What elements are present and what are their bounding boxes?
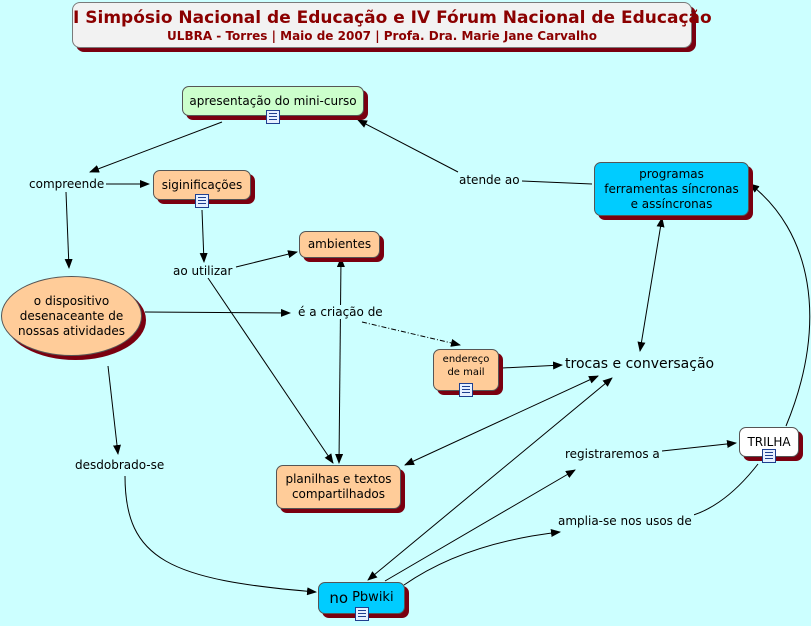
concept-programas-label: programas ferramentas síncronas e assínc… <box>604 166 739 211</box>
link-pbwiki-registraremos <box>384 469 576 582</box>
link-label-registraremos: registraremos a <box>563 447 662 461</box>
concept-dispositivo[interactable]: o dispositivo desenaceante de nossas ati… <box>1 276 142 356</box>
link-pbwiki-amplia <box>403 529 561 586</box>
link-criacao-endereco <box>361 321 461 347</box>
link-label-amplia: amplia-se nos usos de <box>556 514 694 528</box>
link-aoutilizar-planilhas <box>207 277 334 464</box>
link-aoutilizar-ambientes <box>235 250 298 268</box>
link-label-criacao: é a criação de <box>296 305 385 319</box>
link-dispositivo-criacao <box>144 308 291 317</box>
link-label-compreende: compreende <box>27 177 107 191</box>
link-apresentacao-compreende <box>89 121 223 173</box>
document-icon[interactable] <box>355 607 369 621</box>
link-label-desdobrado: desdobrado-se <box>73 458 167 472</box>
document-icon[interactable] <box>266 110 280 124</box>
concept-ambientes[interactable]: ambientes <box>299 231 380 258</box>
link-atendeao-apresentacao <box>357 119 459 173</box>
link-siginificacoes-aoutilizar <box>199 209 208 263</box>
concept-apresentacao-label: apresentação do mini-curso <box>189 93 357 108</box>
concept-siginificacoes-label: siginificações <box>161 177 243 192</box>
concept-endereco-label: endereço de mail <box>442 354 490 378</box>
page-subtitle: ULBRA - Torres | Maio de 2007 | Profa. D… <box>167 29 597 43</box>
link-trilha-programas <box>749 183 811 427</box>
link-ambientes-planilhas <box>335 257 345 464</box>
concept-apresentacao[interactable]: apresentação do mini-curso <box>182 86 364 116</box>
link-registraremos-trilha <box>661 439 737 452</box>
link-desdobrado-pbwiki <box>124 475 317 596</box>
link-pbwiki-trocas <box>367 377 613 581</box>
link-compreende-dispositivo <box>64 191 73 269</box>
link-trocas-programas <box>637 217 665 352</box>
link-trilha-amplia <box>689 463 759 517</box>
page-title: I Simpósio Nacional de Educação e IV Fór… <box>73 8 712 28</box>
concept-planilhas-label: planilhas e textos compartilhados <box>285 472 392 501</box>
concept-trocas[interactable]: trocas e conversação <box>563 356 717 372</box>
concept-pbwiki-prefix: no <box>329 588 349 607</box>
link-programas-atendeao <box>521 180 593 185</box>
link-endereco-trocas <box>501 361 563 370</box>
document-icon[interactable] <box>195 194 209 208</box>
concept-programas[interactable]: programas ferramentas síncronas e assínc… <box>594 162 749 216</box>
concept-trilha-label: TRILHA <box>747 434 791 449</box>
link-dispositivo-desdobrado <box>107 365 121 455</box>
concept-planilhas[interactable]: planilhas e textos compartilhados <box>276 465 401 509</box>
concept-trilha[interactable]: TRILHA <box>739 427 799 457</box>
link-label-ao-utilizar: ao utilizar <box>171 264 235 278</box>
concept-pbwiki-label: Pbwiki <box>352 589 394 605</box>
concept-dispositivo-label: o dispositivo desenaceante de nossas ati… <box>18 293 125 338</box>
header-box: I Simpósio Nacional de Educação e IV Fór… <box>72 2 712 48</box>
link-label-atende-ao: atende ao <box>457 173 522 187</box>
concept-ambientes-label: ambientes <box>307 237 372 251</box>
document-icon[interactable] <box>459 383 473 397</box>
document-icon[interactable] <box>762 449 776 463</box>
